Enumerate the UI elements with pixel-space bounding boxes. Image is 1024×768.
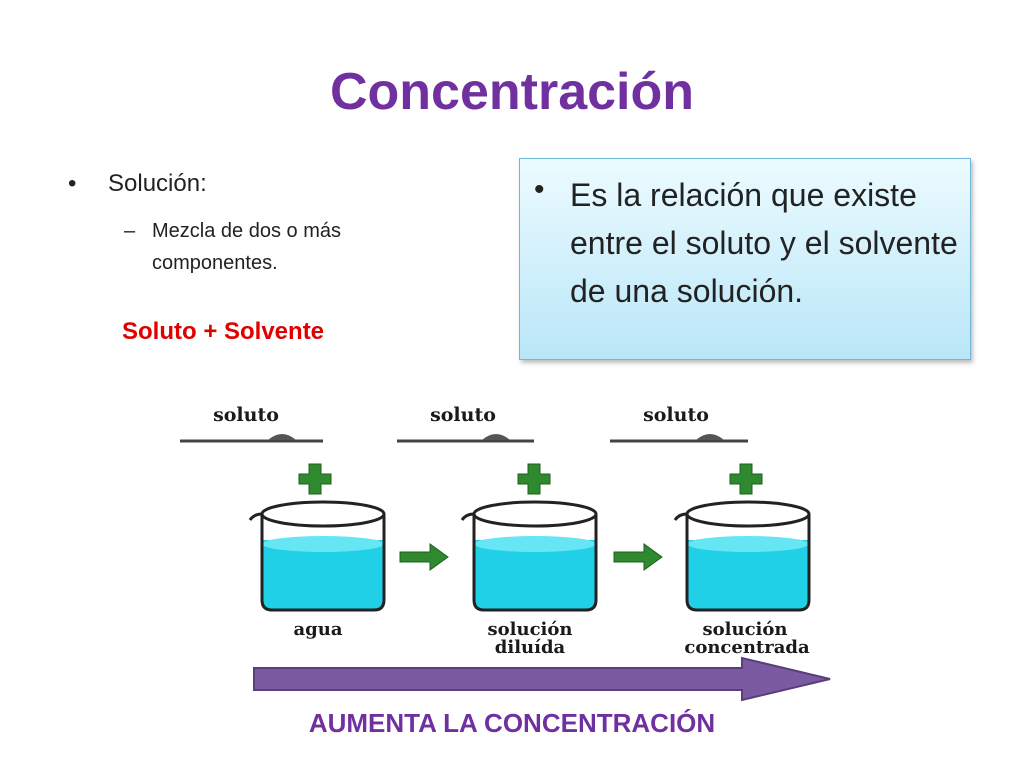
solute-pile: [696, 434, 724, 440]
beaker-label-water: agua: [294, 619, 343, 640]
slide-title: Concentración: [329, 63, 695, 121]
solution-definition: Mezcla de dos o más componentes.: [152, 220, 341, 274]
water-surface: [262, 536, 384, 552]
water-fill: [687, 540, 809, 610]
solution-label: Solución:: [108, 170, 207, 197]
beaker-glass-icon: [248, 512, 386, 612]
beaker-rim: [685, 500, 811, 528]
solute-shelf-2: soluto: [397, 404, 534, 443]
plus-icon: [298, 463, 332, 495]
beaker-concentrated-solution: [673, 500, 811, 612]
beaker-label-concentrated: concentrada: [684, 637, 810, 658]
solute-pile: [268, 434, 296, 440]
water-surface: [687, 536, 809, 552]
solute-label: soluto: [643, 404, 709, 426]
water-fill: [474, 540, 596, 610]
bullet-dot: •: [534, 173, 545, 206]
beaker-label-solution: solución: [488, 619, 573, 640]
water-fill: [262, 540, 384, 610]
beaker-glass-icon: [460, 512, 598, 612]
solute-pile: [482, 434, 510, 440]
beaker-label-solution: solución: [703, 619, 788, 640]
beaker-rim: [472, 500, 598, 528]
beaker-label-dilute: diluída: [495, 637, 566, 658]
arrow-right-icon: [613, 543, 663, 571]
solute-label: soluto: [430, 404, 496, 426]
increase-concentration-caption: AUMENTA LA CONCENTRACIÓN: [308, 708, 716, 738]
solute-label: soluto: [213, 404, 279, 426]
beaker-rim: [260, 500, 386, 528]
plus-icon: [729, 463, 763, 495]
concentration-definition-box: • Es la relación que existe entre el sol…: [519, 158, 971, 360]
beaker-glass-icon: [673, 512, 811, 612]
increase-arrow-icon: [253, 656, 831, 702]
solute-plus-solvent: Soluto + Solvente: [122, 318, 325, 345]
beaker-water: [248, 500, 386, 612]
plus-icon: [517, 463, 551, 495]
sub-dash: –: [124, 220, 136, 242]
beaker-dilute-solution: [460, 500, 598, 612]
arrow-right-icon: [399, 543, 449, 571]
bullet-dot: •: [68, 170, 77, 197]
concentration-definition-text: Es la relación que existe entre el solut…: [570, 177, 958, 309]
solute-shelf-1: soluto: [180, 404, 323, 443]
solute-shelf-3: soluto: [610, 404, 748, 443]
water-surface: [474, 536, 596, 552]
